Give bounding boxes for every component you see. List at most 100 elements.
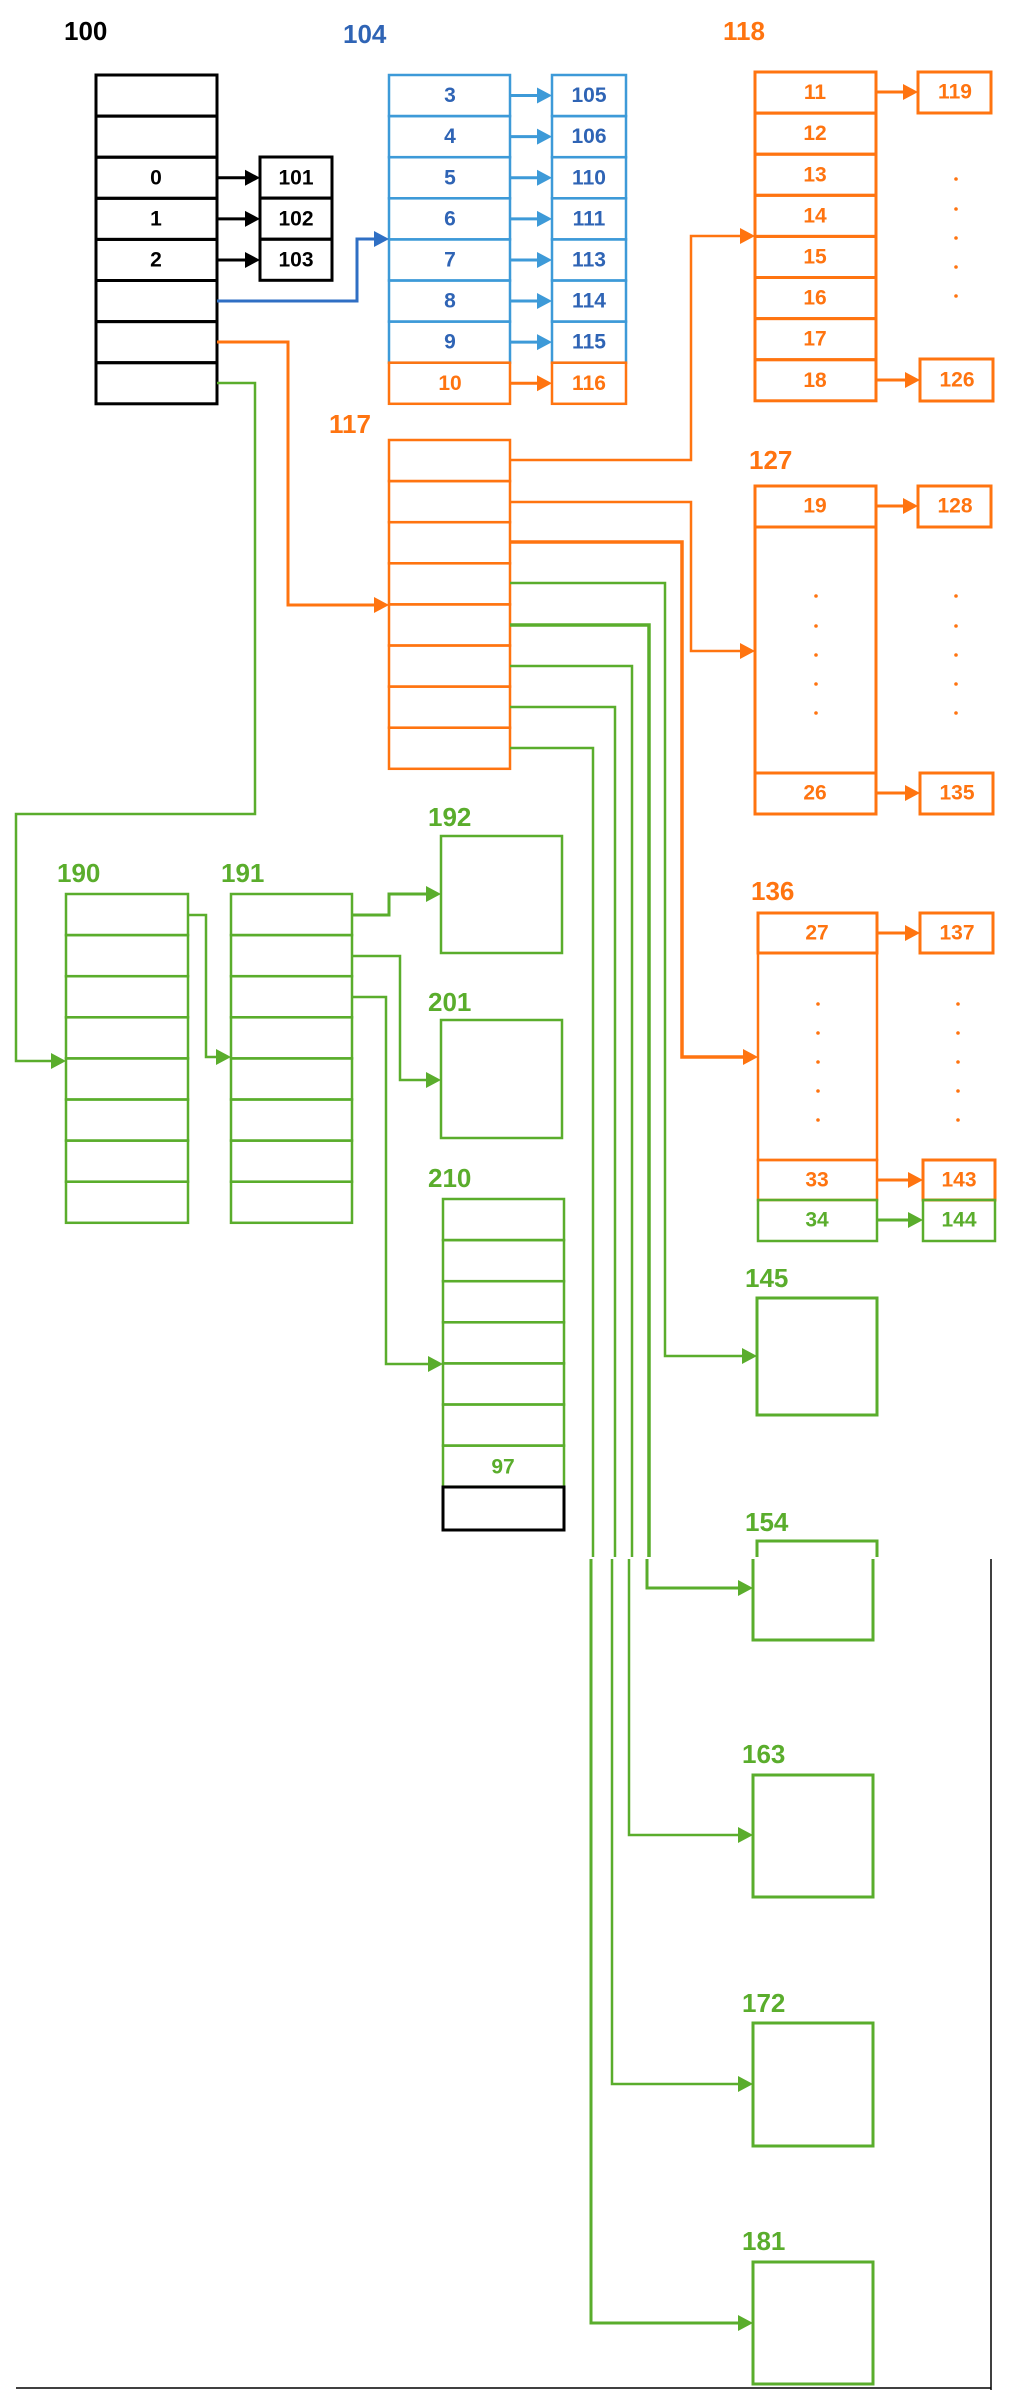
block-100-cell: 1 (150, 207, 162, 230)
block-127-cell: 19 (803, 495, 826, 518)
block-117-row (387, 438, 512, 483)
block-104-cell: 3 (444, 84, 456, 107)
ellipsis-dot (816, 1031, 820, 1035)
block-label-190: 190 (57, 858, 100, 888)
pointer-arrow-arrowhead (537, 169, 552, 186)
link-191-to-210-arrowhead (428, 1356, 443, 1372)
block-100-row (94, 73, 219, 118)
link-100-to-104-arrowhead (374, 231, 389, 247)
target-label: 137 (939, 922, 974, 945)
pointer-arrow-arrowhead (905, 372, 920, 388)
ellipsis-dot (956, 1089, 960, 1093)
block-label-100: 100 (64, 16, 107, 46)
pointer-arrow-arrowhead (537, 334, 552, 351)
block-label-104: 104 (343, 19, 387, 49)
link-117-to-154-arrowhead (738, 1580, 753, 1596)
pointer-arrow-arrowhead (537, 128, 552, 145)
pointer-arrow-arrowhead (245, 251, 260, 268)
ellipsis-dot (816, 1118, 820, 1122)
link-117-to-145 (510, 581, 742, 1358)
link-117-to-118-arrowhead (740, 228, 755, 244)
target-label: 143 (941, 1169, 976, 1192)
block-145 (755, 1296, 879, 1417)
block-100-cell: 2 (150, 248, 162, 271)
pointer-arrow-arrowhead (537, 251, 552, 268)
target-label: 113 (572, 248, 606, 271)
target-label: 144 (941, 1209, 976, 1232)
target-label: 105 (571, 84, 606, 107)
block-210-row (441, 1403, 566, 1447)
ellipsis-dot (954, 711, 958, 715)
link-191-to-201-arrowhead (426, 1072, 441, 1088)
block-label-145: 145 (745, 1263, 788, 1293)
link-100-to-190-arrowhead (51, 1053, 66, 1069)
ellipsis-dot (956, 1002, 960, 1006)
block-label-117: 117 (329, 409, 371, 439)
target-label: 101 (278, 166, 313, 189)
block-191-row (229, 1139, 354, 1183)
pointer-arrow-arrowhead (537, 293, 552, 310)
block-100-cell: 0 (150, 166, 162, 189)
link-100-to-117 (217, 340, 374, 607)
block-210-row (441, 1238, 566, 1283)
block-117-row (387, 562, 512, 606)
target-label: 128 (937, 495, 972, 518)
link-117-to-154 (645, 1559, 738, 1590)
ellipsis-dot (814, 682, 818, 686)
link-190-to-191-arrowhead (216, 1049, 231, 1065)
link-117-to-136 (510, 540, 743, 1059)
block-118-cell: 16 (803, 287, 826, 310)
ellipsis-dot (816, 1060, 820, 1064)
block-191-row (229, 1180, 354, 1225)
block-119 (916, 70, 993, 115)
ellipsis-dot (954, 265, 958, 269)
block-210-row (441, 1279, 566, 1324)
link-191-to-192 (352, 892, 426, 917)
block-210-row (441, 1197, 566, 1242)
ellipsis-dot (816, 1089, 820, 1093)
block-128 (916, 484, 993, 529)
block-191-row (229, 974, 354, 1019)
ellipsis-dot (954, 594, 958, 598)
block-117-row (387, 603, 512, 647)
pointer-arrow-arrowhead (903, 84, 918, 100)
link-117-to-181 (589, 1559, 738, 2325)
block-191-row (229, 1016, 354, 1060)
block-192 (439, 834, 564, 955)
target-label: 126 (939, 369, 974, 392)
block-190-row (64, 1180, 190, 1225)
block-154-top (755, 1539, 879, 1557)
link-117-to-163 (510, 664, 634, 1557)
target-label: 102 (278, 207, 313, 230)
block-104-cell: 4 (444, 125, 456, 148)
block-100-row (94, 279, 219, 324)
block-190-row (64, 974, 190, 1019)
block-136-row (756, 951, 879, 1162)
ellipsis-dot (954, 653, 958, 657)
block-190-row (64, 933, 190, 978)
block-210-cell: 97 (491, 1456, 514, 1479)
target-label: 115 (572, 331, 606, 354)
ellipsis-dot (954, 624, 958, 628)
block-190-row (64, 1098, 190, 1142)
block-210-last-row (441, 1485, 566, 1532)
block-190-row (64, 1057, 190, 1101)
block-136-cell: 34 (805, 1209, 829, 1232)
block-104-cell: 5 (444, 166, 456, 189)
block-191-row (229, 933, 354, 978)
target-label: 110 (572, 166, 606, 189)
link-117-to-163-arrowhead (738, 1827, 753, 1843)
block-191-row (229, 1098, 354, 1142)
block-label-154: 154 (745, 1507, 789, 1537)
link-117-to-172 (510, 705, 617, 1557)
block-117-row (387, 726, 512, 771)
block-135 (918, 771, 995, 816)
block-118-cell: 17 (803, 328, 826, 351)
block-117-row (387, 479, 512, 524)
ellipsis-dot (954, 294, 958, 298)
block-190-row (64, 1016, 190, 1060)
target-label: 135 (939, 782, 974, 805)
ellipsis-dot (954, 236, 958, 240)
target-label: 106 (571, 125, 606, 148)
ellipsis-dot (814, 624, 818, 628)
